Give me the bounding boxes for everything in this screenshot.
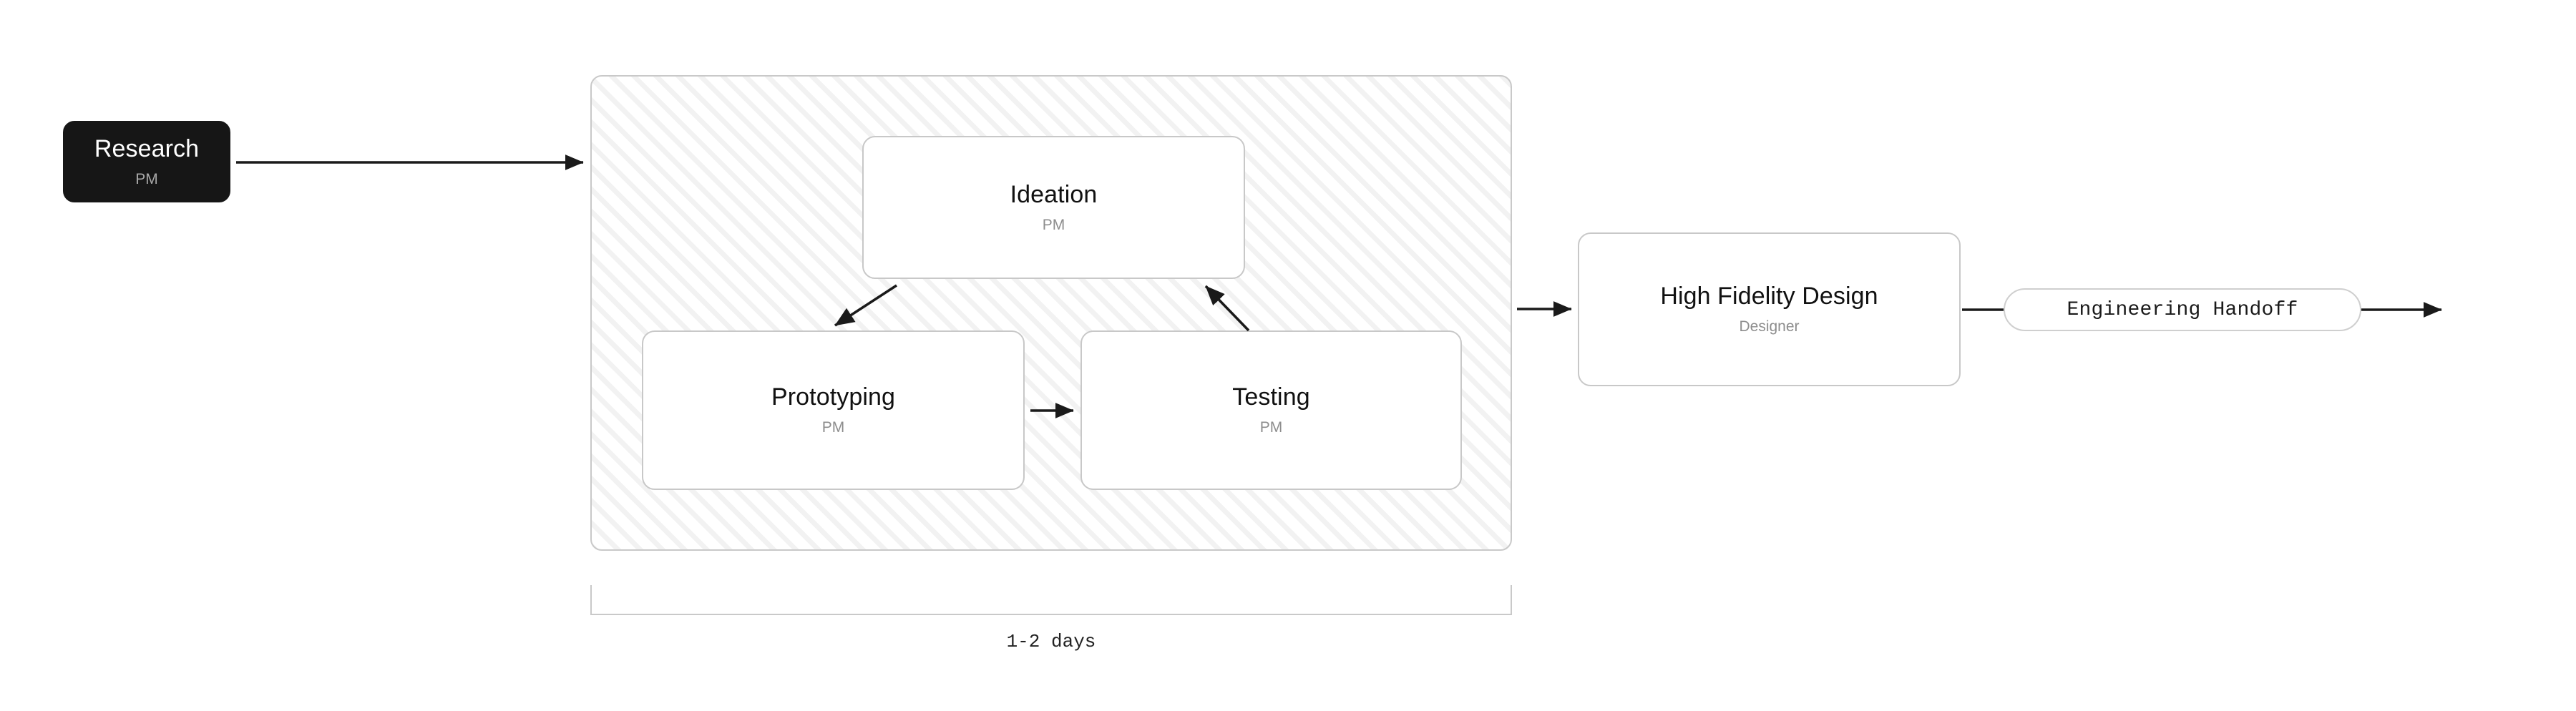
node-high-fidelity-design-subtitle: Designer bbox=[1739, 318, 1800, 335]
engineering-handoff-label: Engineering Handoff bbox=[2067, 298, 2298, 321]
node-testing-title: Testing bbox=[1232, 383, 1310, 411]
node-prototyping[interactable]: Prototyping PM bbox=[642, 330, 1025, 490]
engineering-handoff-pill[interactable]: Engineering Handoff bbox=[2004, 288, 2361, 331]
node-testing-subtitle: PM bbox=[1259, 419, 1283, 436]
duration-label: 1-2 days bbox=[1006, 631, 1096, 652]
node-research-title: Research bbox=[94, 134, 200, 162]
node-high-fidelity-design[interactable]: High Fidelity Design Designer bbox=[1578, 232, 1961, 386]
node-research[interactable]: Research PM bbox=[63, 121, 230, 202]
node-ideation-title: Ideation bbox=[1010, 180, 1098, 208]
node-ideation-subtitle: PM bbox=[1042, 216, 1065, 233]
node-research-subtitle: PM bbox=[135, 170, 158, 187]
node-prototyping-title: Prototyping bbox=[771, 383, 896, 411]
node-prototyping-subtitle: PM bbox=[821, 419, 845, 436]
duration-bracket bbox=[590, 585, 1512, 615]
node-high-fidelity-design-title: High Fidelity Design bbox=[1660, 283, 1878, 310]
node-ideation[interactable]: Ideation PM bbox=[862, 136, 1245, 279]
node-testing[interactable]: Testing PM bbox=[1080, 330, 1462, 490]
